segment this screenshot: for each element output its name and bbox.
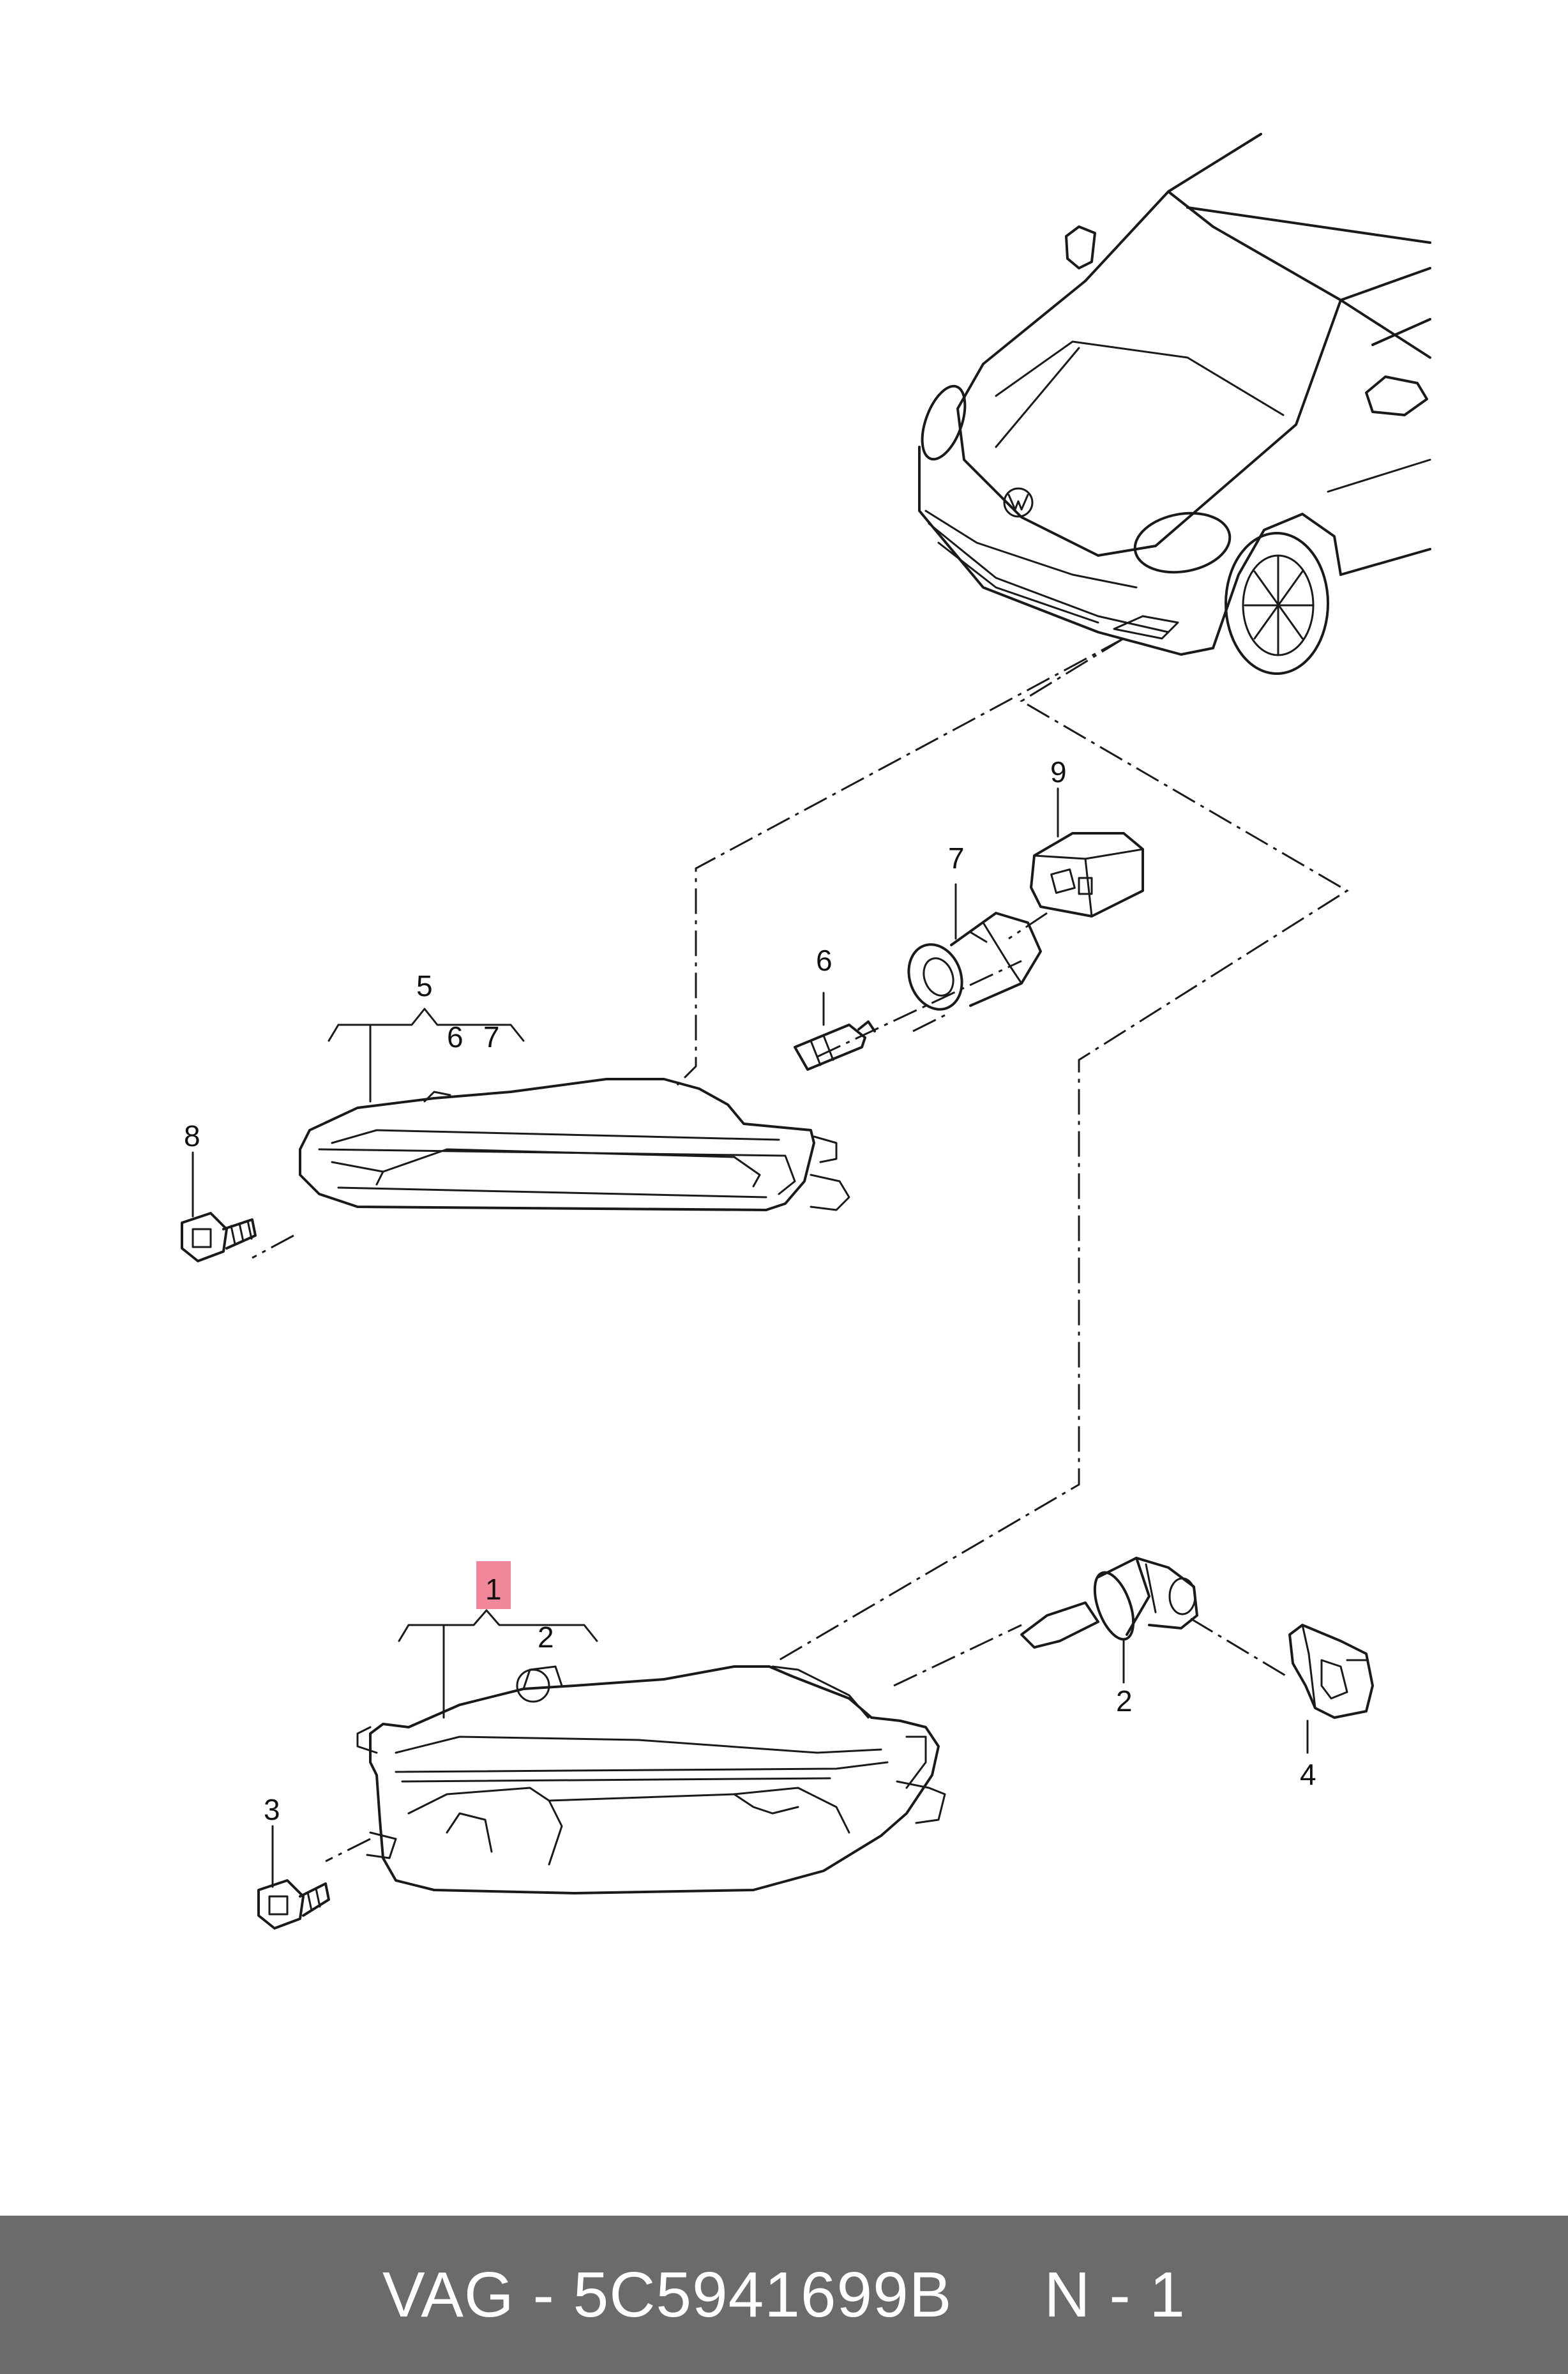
callout-2: 2 (1116, 1684, 1133, 1718)
screw-3-icon (257, 1879, 330, 1930)
upper-lamp-housing (299, 1078, 850, 1211)
callout-1-highlight (476, 1561, 511, 1609)
part-number-text: VAG - 5C5941699B N - 1 (382, 2258, 1186, 2331)
car-illustration (918, 133, 1431, 675)
bulb-6-icon (794, 1020, 876, 1071)
callout-5: 5 (416, 969, 433, 1002)
callout-2-bracket: 2 (538, 1621, 554, 1654)
callout-labels: 5 6 7 8 6 7 9 1 2 3 2 4 (184, 755, 1316, 1826)
callout-6-bracket: 6 (447, 1020, 464, 1054)
callout-7-bracket: 7 (483, 1020, 500, 1054)
callout-4: 4 (1300, 1758, 1316, 1791)
callout-7: 7 (948, 842, 965, 875)
socket-7-icon (907, 912, 1042, 1011)
leader-lines (192, 787, 1309, 1888)
callout-1: 1 (485, 1573, 502, 1606)
bulb-2-icon (1020, 1557, 1198, 1649)
assembly-lines (252, 637, 1349, 1863)
connector-9-icon (1030, 832, 1144, 918)
parts-diagram: 5 6 7 8 6 7 9 1 2 3 2 4 (181, 133, 1431, 1930)
callout-3: 3 (264, 1793, 280, 1826)
part-number-footer: VAG - 5C5941699B N - 1 (0, 2216, 1568, 2374)
fog-lamp-housing (356, 1665, 946, 1894)
connector-4-icon (1288, 1624, 1374, 1719)
callout-6: 6 (816, 944, 833, 977)
screw-8-icon (181, 1212, 257, 1262)
callout-8: 8 (184, 1119, 200, 1153)
callout-9: 9 (1050, 755, 1067, 789)
